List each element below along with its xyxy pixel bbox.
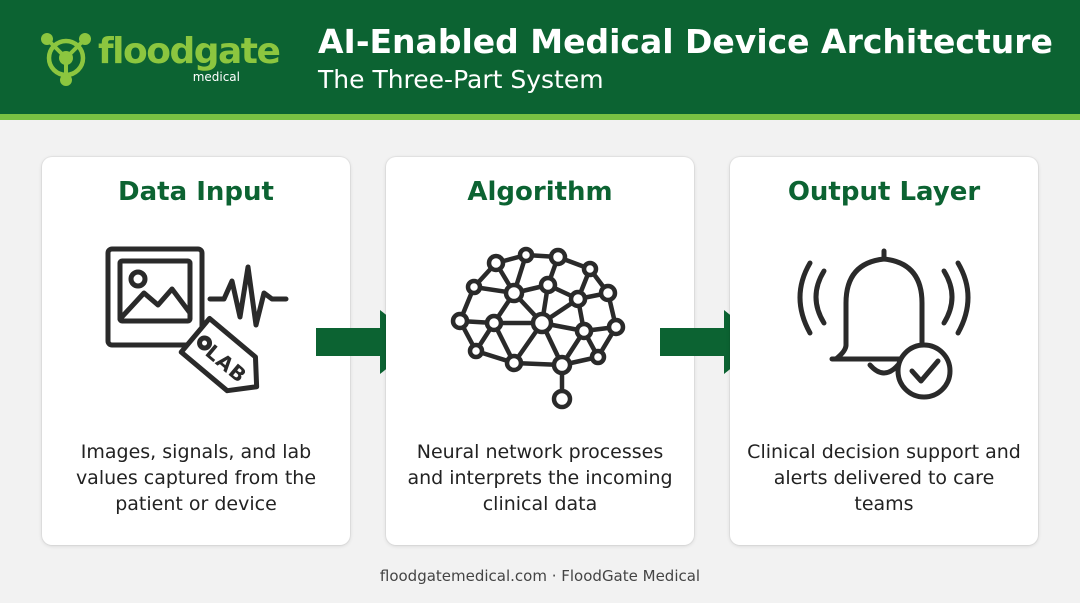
footer-credit[interactable]: floodgatemedical.com · FloodGate Medical	[379, 567, 701, 585]
card-description: Neural network processes and interprets …	[407, 441, 673, 515]
card-title: Data Input	[118, 177, 274, 207]
brand-logo[interactable]: floodgate medical	[38, 30, 281, 86]
card-algorithm: Algorithm	[386, 157, 694, 545]
card-title: Output Layer	[787, 177, 981, 207]
page-subtitle: The Three-Part System	[318, 65, 604, 94]
network-node-icon	[41, 33, 91, 86]
page-title: AI-Enabled Medical Device Architecture	[318, 22, 1053, 61]
logo-word: floodgate	[98, 31, 281, 72]
logo-sub: medical	[192, 70, 240, 84]
card-data-input: Data Input LAB Images, signals, and lab …	[42, 157, 350, 545]
card-title: Algorithm	[467, 177, 613, 207]
brain-network-icon	[450, 246, 626, 410]
card-description: Images, signals, and lab values captured…	[75, 441, 317, 515]
card-description: Clinical decision support and alerts del…	[747, 441, 1021, 515]
header-accent-stripe	[0, 114, 1080, 120]
alert-bell-check-icon	[797, 248, 971, 400]
image-signal-lab-tag-icon: LAB	[105, 246, 289, 394]
header-banner: floodgate medical AI-Enabled Medical Dev…	[0, 0, 1080, 114]
card-output-layer: Output Layer Clinical decision support a…	[730, 157, 1038, 545]
logo-wordmark: floodgate medical	[98, 30, 281, 86]
